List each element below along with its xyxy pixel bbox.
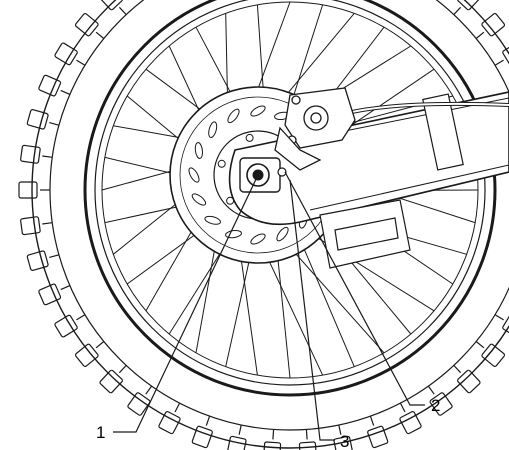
tread-groove (369, 415, 375, 426)
brake-caliper (274, 87, 356, 171)
tread-block (38, 283, 62, 306)
disc-hole (191, 193, 207, 206)
leader-lines (113, 171, 425, 441)
disc-hole (250, 105, 266, 117)
axle-assembly (239, 157, 287, 193)
tread-block (18, 181, 38, 199)
tread-block (502, 314, 509, 338)
tread-block (457, 0, 481, 11)
tread-groove (42, 155, 53, 158)
tread-groove (76, 59, 86, 66)
tread-groove (145, 385, 153, 395)
tire-inner-wall (49, 0, 509, 431)
tread-groove (272, 429, 275, 440)
tread-block (20, 144, 41, 164)
disc-hole (194, 142, 204, 159)
tread-block (457, 369, 481, 394)
swingarm (228, 91, 509, 226)
tread-groove (49, 254, 60, 258)
tread-block (99, 0, 123, 11)
tread-block (127, 392, 151, 416)
tread-block (99, 369, 123, 394)
tread-block (367, 425, 389, 449)
tread-groove (494, 59, 504, 66)
swingarm-end-plate (422, 93, 464, 171)
callout-2: 2 (431, 396, 440, 415)
tread-groove (238, 424, 242, 435)
caliper-bolt-upper (291, 95, 301, 105)
tread-groove (399, 402, 406, 413)
tread-groove (49, 122, 60, 126)
disc-hole (204, 215, 221, 225)
callout-1: 1 (96, 423, 105, 442)
tread-groove (427, 385, 435, 395)
tread-groove (76, 314, 86, 321)
tread-block (298, 441, 317, 450)
tread-groove (60, 285, 71, 291)
tread-groove (60, 89, 71, 95)
rim-outer (83, 0, 497, 397)
leader-line-1 (113, 174, 259, 433)
tread-block (20, 216, 41, 236)
tread-groove (205, 415, 211, 426)
tread-groove (118, 6, 127, 16)
rim-inner (94, 0, 486, 386)
leader-line-2 (284, 171, 425, 406)
tread-groove (95, 31, 105, 39)
tread-block (429, 392, 453, 416)
tread-groove (453, 364, 462, 374)
tread-groove (305, 429, 308, 440)
leader-line-3 (289, 179, 335, 441)
tread-block (74, 343, 99, 367)
disc-hole (250, 233, 266, 245)
tread-block (26, 109, 49, 130)
tread-groove (494, 314, 504, 321)
disc-bolt (245, 133, 254, 142)
tread-block (158, 411, 181, 435)
caliper-bracket (274, 126, 322, 171)
tread-groove (42, 222, 53, 225)
disc-hole (188, 167, 200, 183)
chain-guide-slot (334, 217, 399, 251)
tread-block (74, 13, 99, 37)
tread-block (191, 425, 213, 449)
disc-hole (208, 121, 218, 138)
chain-guide (319, 199, 411, 269)
tread-block (481, 13, 506, 37)
disc-hole (227, 108, 240, 124)
tread-block (399, 411, 422, 435)
tread-block (26, 250, 49, 271)
disc-hole (276, 226, 289, 242)
tread-block (263, 441, 282, 450)
tire-outer-wall (31, 0, 509, 449)
tread-groove (338, 424, 342, 435)
caliper-piston-inner (310, 112, 322, 124)
tread-block (54, 42, 78, 66)
callout-3: 3 (340, 432, 349, 450)
tread-block (481, 343, 506, 367)
tread-groove (475, 341, 485, 349)
tread-groove (453, 6, 462, 16)
tread-block (54, 314, 78, 338)
swingarm-lower-edge (309, 164, 509, 211)
tread-block (38, 74, 62, 97)
adjuster-bolt (277, 167, 287, 177)
tread-block (502, 42, 509, 66)
tread-groove (95, 341, 105, 349)
disc-bolt (217, 159, 226, 168)
tread-groove (475, 31, 485, 39)
tread-groove (174, 402, 181, 413)
tread-groove (118, 364, 127, 374)
